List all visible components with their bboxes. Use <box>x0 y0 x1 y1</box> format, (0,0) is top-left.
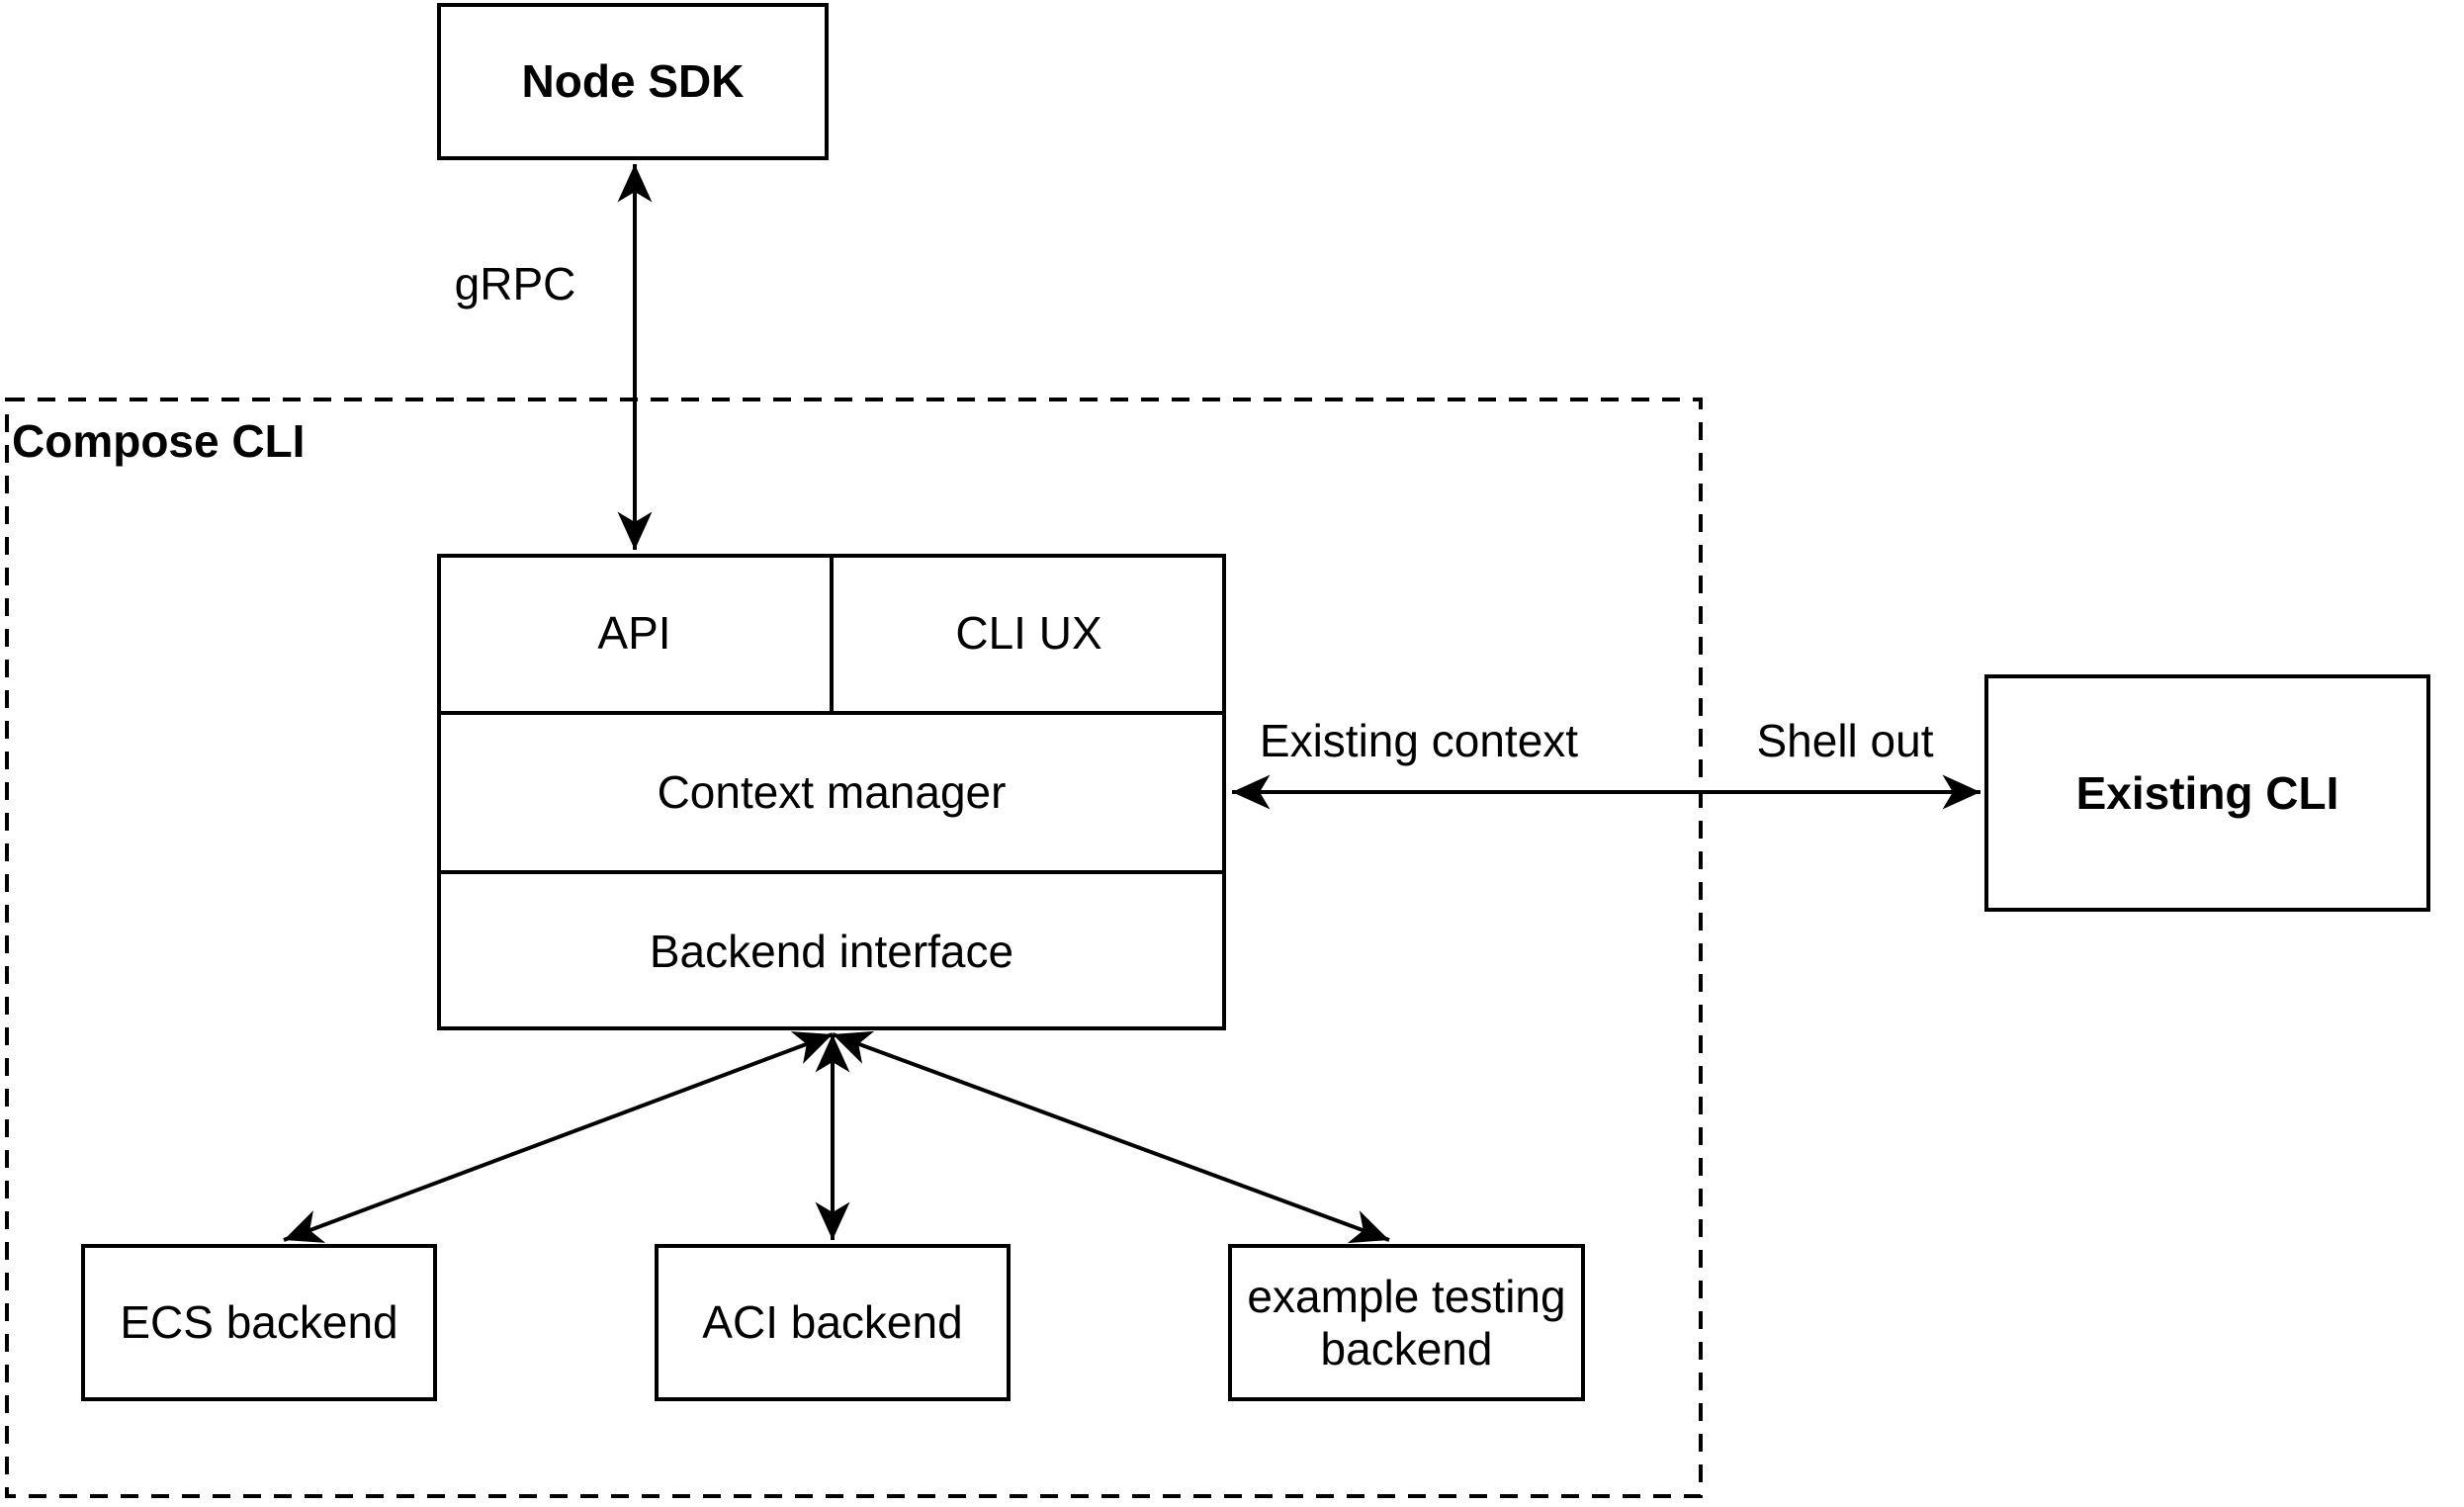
node-sdk-label: Node SDK <box>521 55 745 108</box>
shell-out-edge-label: Shell out <box>1756 714 1934 766</box>
backend-interface-label: Backend interface <box>649 925 1014 977</box>
backend-to-ecs-arrow <box>283 1031 834 1243</box>
backend-to-example-arrow <box>832 1030 1390 1244</box>
aci-backend-box <box>655 1244 1011 1401</box>
context-manager-label: Context manager <box>657 766 1007 819</box>
example-testing-backend-label: example testing backend <box>1247 1270 1566 1374</box>
existing-context-edge-label: Existing context <box>1259 714 1579 766</box>
node-sdk-box <box>437 3 829 160</box>
grpc-edge-label: gRPC <box>454 257 576 310</box>
ecs-backend-box <box>81 1244 437 1401</box>
example-testing-backend-box <box>1228 1244 1585 1401</box>
compose-cli-container-border <box>5 398 1703 1498</box>
cli-ux-label: CLI UX <box>955 607 1102 660</box>
api-label: API <box>597 607 671 660</box>
compose-cli-container-label: Compose CLI <box>12 415 306 467</box>
aci-backend-label: ACI backend <box>702 1296 963 1349</box>
ecs-backend-label: ECS backend <box>120 1296 398 1349</box>
existing-cli-label: Existing CLI <box>2075 766 2339 819</box>
existing-cli-box <box>1984 674 2430 912</box>
